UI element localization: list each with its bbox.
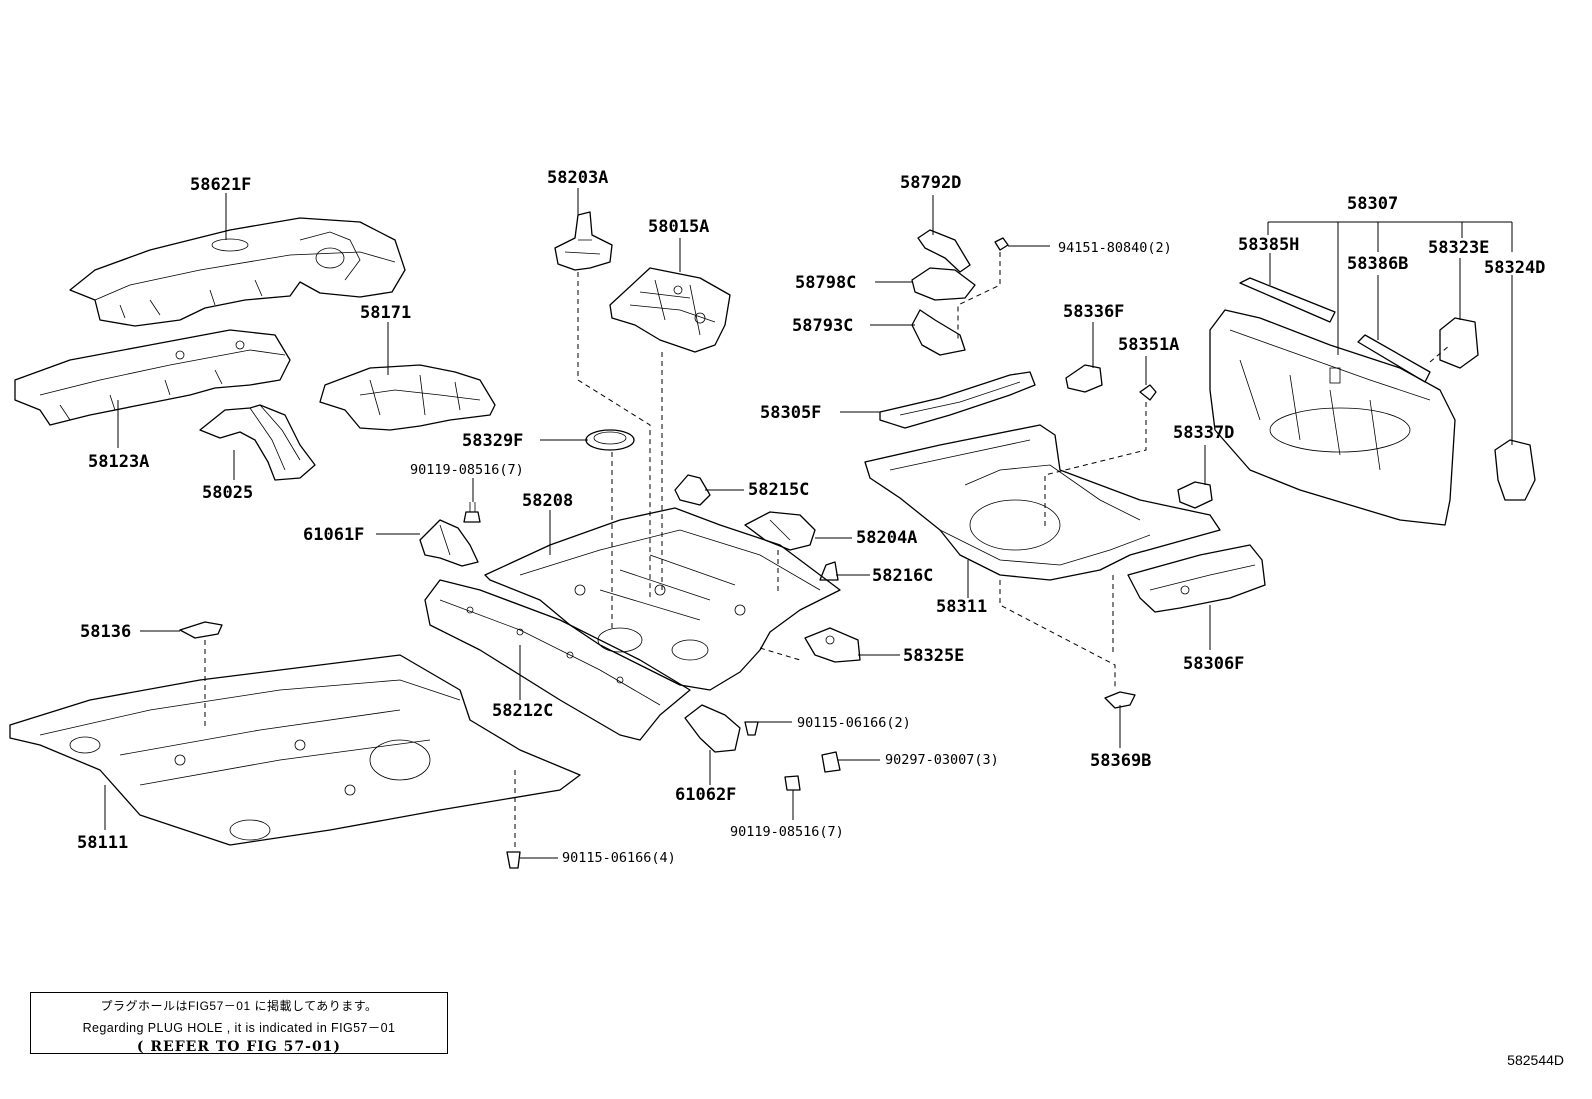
label-58111: 58111 xyxy=(77,833,128,853)
note-english: Regarding PLUG HOLE , it is indicated in… xyxy=(82,1021,396,1035)
part-58325E-drawing xyxy=(804,627,861,663)
part-58015A-drawing xyxy=(609,267,731,353)
reference-note-box: プラグホールはFIG57－01 に掲載してあります。 Regarding PLU… xyxy=(30,992,448,1055)
part-58369B-drawing xyxy=(1104,691,1136,709)
label-58621F: 58621F xyxy=(190,175,251,195)
part-61061F-drawing xyxy=(419,519,479,567)
part-58307-drawing xyxy=(1209,309,1456,526)
dash-58203A xyxy=(577,272,651,600)
part-90297-clip xyxy=(821,751,841,773)
part-58798C-drawing xyxy=(911,267,976,301)
label-90115-center: 90115-06166(2) xyxy=(797,715,911,731)
label-58025: 58025 xyxy=(202,483,253,503)
leader-lines xyxy=(104,188,1513,859)
part-58136-drawing xyxy=(179,621,223,639)
part-58323E-drawing xyxy=(1439,317,1479,369)
label-58015A: 58015A xyxy=(648,217,709,237)
label-58369B: 58369B xyxy=(1090,751,1151,771)
label-58798C: 58798C xyxy=(795,273,856,293)
part-90115-bolt-center xyxy=(744,721,759,736)
part-58311-drawing xyxy=(864,424,1221,581)
part-58329F-drawing xyxy=(585,429,635,451)
label-58325E: 58325E xyxy=(903,646,964,666)
part-94151-nut xyxy=(994,237,1009,251)
part-58351A-drawing xyxy=(1139,384,1157,401)
part-58793C-drawing xyxy=(911,309,966,356)
label-58307: 58307 xyxy=(1347,194,1398,214)
part-58203A-drawing xyxy=(554,211,613,271)
label-58385H: 58385H xyxy=(1238,235,1299,255)
label-90119-bottom: 90119-08516(7) xyxy=(730,824,844,840)
label-58171: 58171 xyxy=(360,303,411,323)
label-61061F: 61061F xyxy=(303,525,364,545)
part-58111-drawing xyxy=(9,654,581,846)
part-58025-drawing xyxy=(199,404,316,481)
label-90119-top: 90119-08516(7) xyxy=(410,462,524,478)
label-58208: 58208 xyxy=(522,491,573,511)
catalog-id: 582544D xyxy=(1507,1052,1564,1068)
part-58621F-drawing xyxy=(69,217,406,327)
part-58305F-drawing xyxy=(879,371,1036,429)
label-58329F: 58329F xyxy=(462,431,523,451)
label-58324D: 58324D xyxy=(1484,258,1545,278)
part-58337D-drawing xyxy=(1177,481,1213,509)
label-58204A: 58204A xyxy=(856,528,917,548)
dash-58311 xyxy=(999,580,1116,690)
label-61062F: 61062F xyxy=(675,785,736,805)
label-58793C: 58793C xyxy=(792,316,853,336)
label-90297: 90297-03007(3) xyxy=(885,752,999,768)
label-58305F: 58305F xyxy=(760,403,821,423)
label-58792D: 58792D xyxy=(900,173,961,193)
label-58323E: 58323E xyxy=(1428,238,1489,258)
part-58212C-drawing xyxy=(424,579,691,741)
part-90119-bolt-right xyxy=(784,775,801,791)
part-58336F-drawing xyxy=(1065,364,1103,393)
part-58215C-drawing xyxy=(674,474,711,506)
label-58306F: 58306F xyxy=(1183,654,1244,674)
dash-94151 xyxy=(957,252,1001,340)
part-58171-drawing xyxy=(319,364,496,431)
note-refer: ( REFER TO FIG 57-01) xyxy=(136,1039,342,1055)
label-58212C: 58212C xyxy=(492,701,553,721)
label-58337D: 58337D xyxy=(1173,423,1234,443)
label-90115-bottom: 90115-06166(4) xyxy=(562,850,676,866)
part-58204A-drawing xyxy=(744,511,816,551)
label-58336F: 58336F xyxy=(1063,302,1124,322)
part-90115-bolt-bottom xyxy=(506,851,521,869)
label-94151: 94151-80840(2) xyxy=(1058,240,1172,256)
label-58311: 58311 xyxy=(936,597,987,617)
label-58386B: 58386B xyxy=(1347,254,1408,274)
part-58306F-drawing xyxy=(1127,544,1266,613)
label-58123A: 58123A xyxy=(88,452,149,472)
label-58216C: 58216C xyxy=(872,566,933,586)
part-58386B-drawing xyxy=(1357,334,1431,383)
dash-58351A xyxy=(1044,402,1147,530)
dash-58325E xyxy=(759,647,801,661)
part-61062F-drawing xyxy=(684,704,741,753)
part-58385H-drawing xyxy=(1239,277,1336,323)
part-90119-bolt-left xyxy=(463,502,481,523)
label-58351A: 58351A xyxy=(1118,335,1179,355)
label-58215C: 58215C xyxy=(748,480,809,500)
part-58324D-drawing xyxy=(1494,439,1536,501)
part-58792D-drawing xyxy=(917,229,971,273)
part-58216C-drawing xyxy=(819,561,839,581)
label-58203A: 58203A xyxy=(547,168,608,188)
note-japanese: プラグホールはFIG57－01 に掲載してあります。 xyxy=(100,999,378,1013)
part-labels: 58621F 58123A 58025 58171 58203A 58015A … xyxy=(77,168,1545,866)
label-58136: 58136 xyxy=(80,622,131,642)
part-58123A-drawing xyxy=(14,329,291,426)
